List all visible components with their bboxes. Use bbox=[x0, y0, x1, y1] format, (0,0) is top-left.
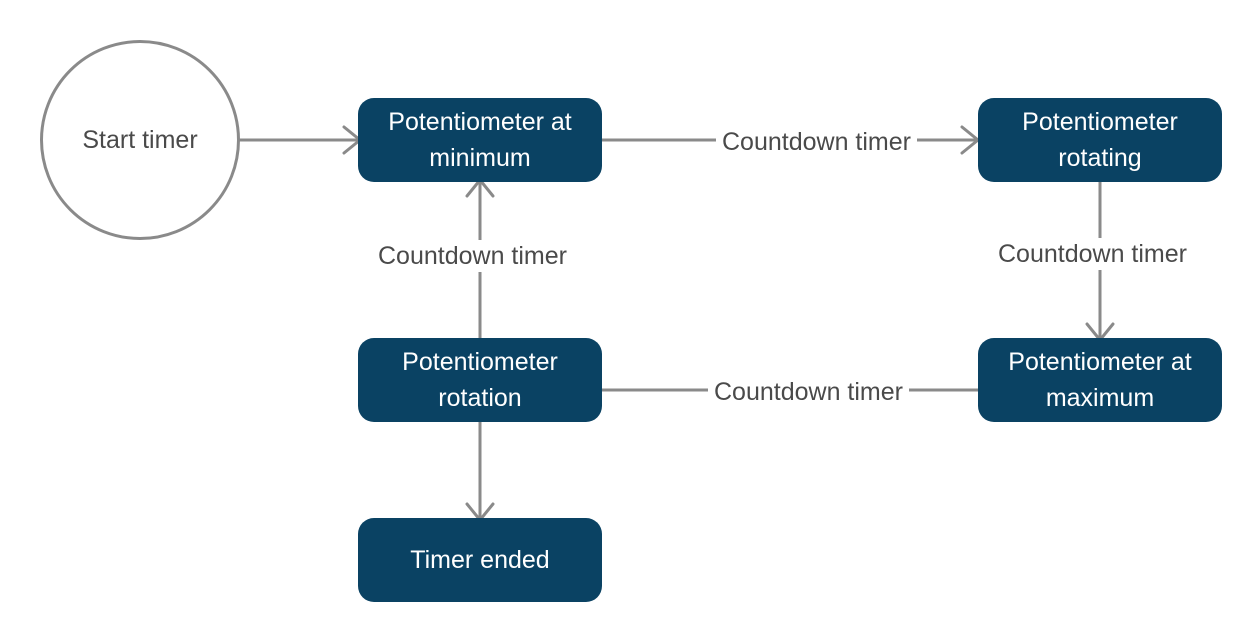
edge-label-rotating-to-maximum: Countdown timer bbox=[992, 238, 1193, 270]
start-timer-label: Start timer bbox=[82, 125, 198, 154]
potentiometer-at-maximum-label: Potentiometer at maximum bbox=[1008, 348, 1192, 412]
edge-label-minimum-to-rotating: Countdown timer bbox=[716, 126, 917, 158]
potentiometer-at-maximum-node: Potentiometer at maximum bbox=[978, 338, 1222, 422]
edge-label-maximum-to-rotation: Countdown timer bbox=[708, 376, 909, 408]
potentiometer-rotating-node: Potentiometer rotating bbox=[978, 98, 1222, 182]
potentiometer-rotation-label: Potentiometer rotation bbox=[402, 348, 558, 412]
potentiometer-rotating-label: Potentiometer rotating bbox=[1022, 108, 1178, 172]
potentiometer-rotation-node: Potentiometer rotation bbox=[358, 338, 602, 422]
potentiometer-at-minimum-label: Potentiometer at minimum bbox=[388, 108, 572, 172]
potentiometer-at-minimum-node: Potentiometer at minimum bbox=[358, 98, 602, 182]
edge-label-rotation-to-minimum: Countdown timer bbox=[372, 240, 573, 272]
timer-ended-label: Timer ended bbox=[410, 546, 550, 574]
timer-ended-node: Timer ended bbox=[358, 518, 602, 602]
start-timer-node: Start timer bbox=[40, 40, 240, 240]
